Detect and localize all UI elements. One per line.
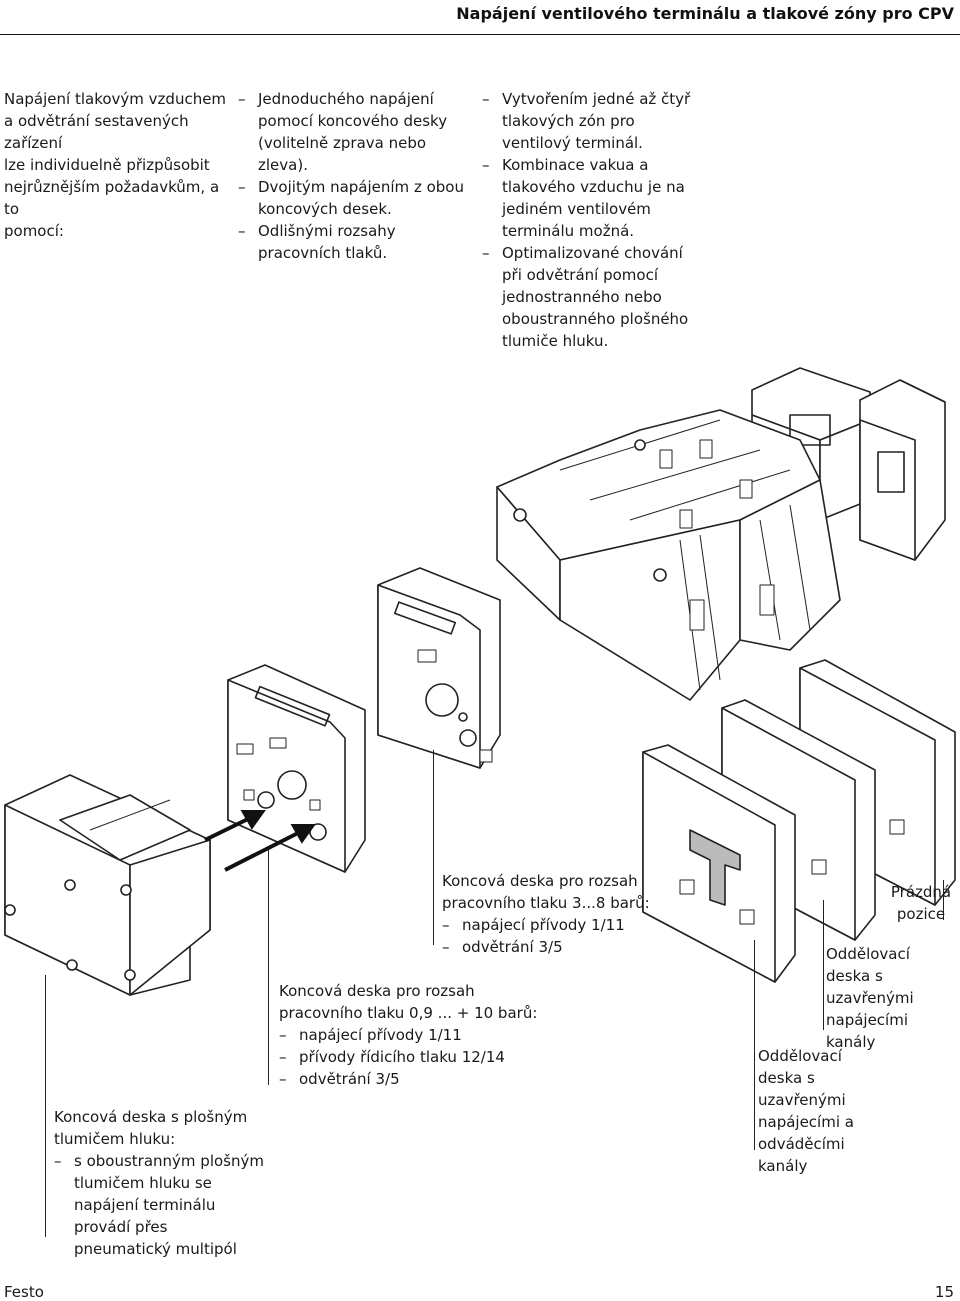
label-item: odvětrání 3/5 bbox=[442, 936, 652, 958]
silencer-endplate-drawing bbox=[4, 774, 211, 996]
leader-line bbox=[823, 900, 824, 1030]
endplate-3-8-drawing bbox=[377, 567, 501, 769]
list-item: Kombinace vakua a tlakového vzduchu je n… bbox=[482, 154, 707, 242]
arrow-line bbox=[204, 816, 251, 842]
list-item: Jednoduchého napájení pomocí koncového d… bbox=[238, 88, 468, 176]
arrow-head bbox=[240, 810, 266, 830]
supply-options-list: Jednoduchého napájení pomocí koncového d… bbox=[238, 88, 468, 264]
leader-line bbox=[943, 880, 944, 920]
label-separator-closed-supply-exhaust: Oddělovací deska s uzavřenými napájecími… bbox=[758, 1047, 854, 1175]
endplate-0-9-10-drawing bbox=[227, 664, 366, 873]
leader-line bbox=[268, 850, 269, 1085]
page-header-title: Napájení ventilového terminálu a tlakové… bbox=[456, 4, 954, 23]
assembly-arrows bbox=[204, 810, 316, 872]
arrow-line bbox=[224, 830, 301, 872]
list-item: Vytvořením jedné až čtyř tlakových zón p… bbox=[482, 88, 707, 154]
leader-line bbox=[754, 940, 755, 1150]
separator-plates-drawing bbox=[642, 659, 956, 983]
intro-line: nejrůznějším požadavkům, a to bbox=[4, 178, 220, 218]
intro-line: a odvětrání sestavených zařízení bbox=[4, 112, 189, 152]
list-item: Dvojitým napájením z obou koncových dese… bbox=[238, 176, 468, 220]
footer-brand: Festo bbox=[4, 1283, 44, 1301]
intro-line: pomocí: bbox=[4, 222, 64, 240]
label-item: přívody řídicího tlaku 12/14 bbox=[279, 1046, 539, 1068]
header-rule bbox=[0, 34, 960, 35]
list-item: Optimalizované chování při odvětrání pom… bbox=[482, 242, 707, 352]
label-endplate-3-8: Koncová deska pro rozsah pracovního tlak… bbox=[442, 870, 652, 958]
label-heading: Koncová deska pro rozsah pracovního tlak… bbox=[279, 982, 538, 1022]
label-heading: Koncová deska pro rozsah pracovního tlak… bbox=[442, 872, 650, 912]
label-item: odvětrání 3/5 bbox=[279, 1068, 539, 1090]
label-endplate-0-9-10: Koncová deska pro rozsah pracovního tlak… bbox=[279, 980, 539, 1090]
intro-text: Napájení tlakovým vzduchem a odvětrání s… bbox=[4, 88, 234, 242]
arrow-head bbox=[290, 824, 316, 844]
label-separator-closed-supply: Oddělovací deska s uzavřenými napájecími… bbox=[826, 945, 914, 1051]
leader-line bbox=[45, 975, 46, 1237]
intro-line: Napájení tlakovým vzduchem bbox=[4, 90, 227, 108]
label-silencer-endplate: Koncová deska s plošným tlumičem hluku: … bbox=[54, 1106, 269, 1260]
label-item: napájecí přívody 1/11 bbox=[279, 1024, 539, 1046]
list-item: Odlišnými rozsahy pracovních tlaků. bbox=[238, 220, 468, 264]
intro-line: lze individuelně přizpůsobit bbox=[4, 156, 210, 174]
pressure-zone-list: Vytvořením jedné až čtyř tlakových zón p… bbox=[482, 88, 707, 352]
label-heading: Koncová deska s plošným tlumičem hluku: bbox=[54, 1108, 248, 1148]
page-number: 15 bbox=[934, 1283, 954, 1301]
label-item: s oboustranným plošným tlumičem hluku se… bbox=[54, 1150, 269, 1260]
label-item: napájecí přívody 1/11 bbox=[442, 914, 652, 936]
leader-line bbox=[433, 750, 434, 945]
label-empty-position: Prázdná pozice bbox=[890, 883, 952, 923]
valve-terminal-drawing bbox=[496, 409, 841, 701]
